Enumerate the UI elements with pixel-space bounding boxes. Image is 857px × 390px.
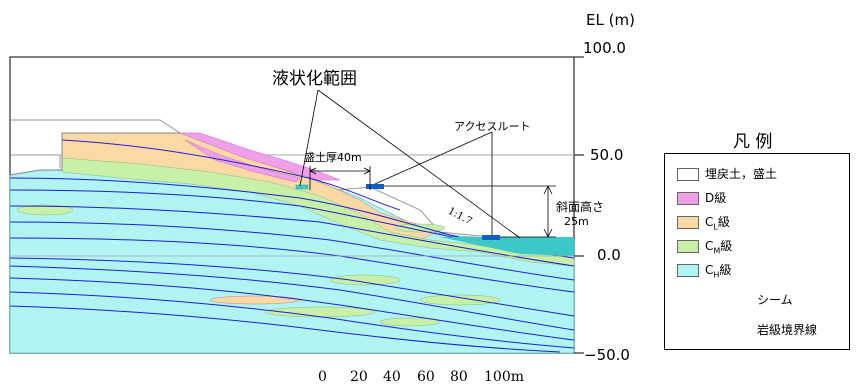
access-route-leaders: [374, 131, 493, 235]
el-tick-50: 50.0: [590, 146, 624, 164]
legend-label-d: D級: [705, 191, 727, 205]
ground-surface: [9, 132, 180, 176]
fill-thickness-dimension: [309, 166, 371, 190]
cm-lens-3: [329, 274, 401, 286]
liquefaction-marker: [295, 184, 309, 190]
scale-40: 40: [383, 369, 401, 385]
slope-height-label: 斜面高さ: [556, 200, 605, 214]
seam-lines: [9, 139, 575, 353]
legend-item-boundary: 岩級境界線: [665, 322, 849, 342]
legend-label-ch: CH級: [705, 263, 732, 280]
legend-item-fill: 埋戻土，盛土: [665, 166, 849, 186]
fill-step-2: [10, 154, 61, 168]
scale-80: 80: [450, 369, 468, 385]
d-layer-2: [184, 139, 301, 183]
el-tick-minus50: −50.0: [584, 346, 630, 364]
cm-lens-5: [379, 317, 441, 327]
legend-swatch-d: [677, 192, 699, 205]
el-unit-label: EL (m): [586, 11, 635, 29]
legend-title: 凡 例: [733, 132, 773, 152]
scale-100m: 100m: [484, 369, 524, 385]
scale-60: 60: [417, 369, 435, 385]
scale-0: 0: [318, 369, 327, 385]
el-tick-100: 100.0: [583, 39, 626, 57]
legend-item-cl: CL級: [665, 214, 849, 234]
legend-item-cm: CM級: [665, 238, 849, 258]
cm-lens-1: [16, 204, 74, 216]
access-route-label: アクセスルート: [454, 120, 531, 133]
legend-swatch-cm: [677, 240, 699, 253]
fill-thickness-label: 盛土厚40m: [304, 151, 362, 164]
liquefaction-range-label: 液状化範囲: [272, 69, 357, 89]
legend-label-cm: CM級: [705, 239, 733, 256]
d-layer: [179, 132, 341, 181]
liquefaction-leaders: [299, 89, 521, 239]
legend-label-seam: シーム: [757, 293, 793, 307]
liquefaction-wedge: [440, 237, 574, 256]
scale-20: 20: [350, 369, 368, 385]
legend-label-fill: 埋戻土，盛土: [705, 167, 778, 181]
legend-item-d: D級: [665, 190, 849, 210]
legend-swatch-ch: [677, 264, 699, 277]
fill-embankment: [10, 119, 574, 241]
axis-ticks: [574, 56, 584, 354]
legend-label-boundary: 岩級境界線: [757, 323, 818, 337]
cm-lens-7: [209, 295, 301, 305]
slope-height-dimension: [384, 185, 556, 238]
el-tick-0: 0.0: [597, 246, 621, 264]
legend-label-cl: CL級: [705, 215, 730, 232]
legend: 埋戻土，盛土 D級 CL級 CM級 CH級 シーム 岩級境界線: [664, 153, 850, 350]
legend-swatch-cl: [677, 216, 699, 229]
access-route-marker-2: [482, 235, 500, 240]
slope-height-value: 25m: [564, 215, 589, 228]
legend-item-ch: CH級: [665, 262, 849, 282]
access-route-marker-1: [366, 184, 384, 189]
legend-swatch-fill: [677, 168, 699, 181]
legend-item-seam: シーム: [665, 292, 849, 312]
cm-lens-4: [419, 294, 501, 306]
